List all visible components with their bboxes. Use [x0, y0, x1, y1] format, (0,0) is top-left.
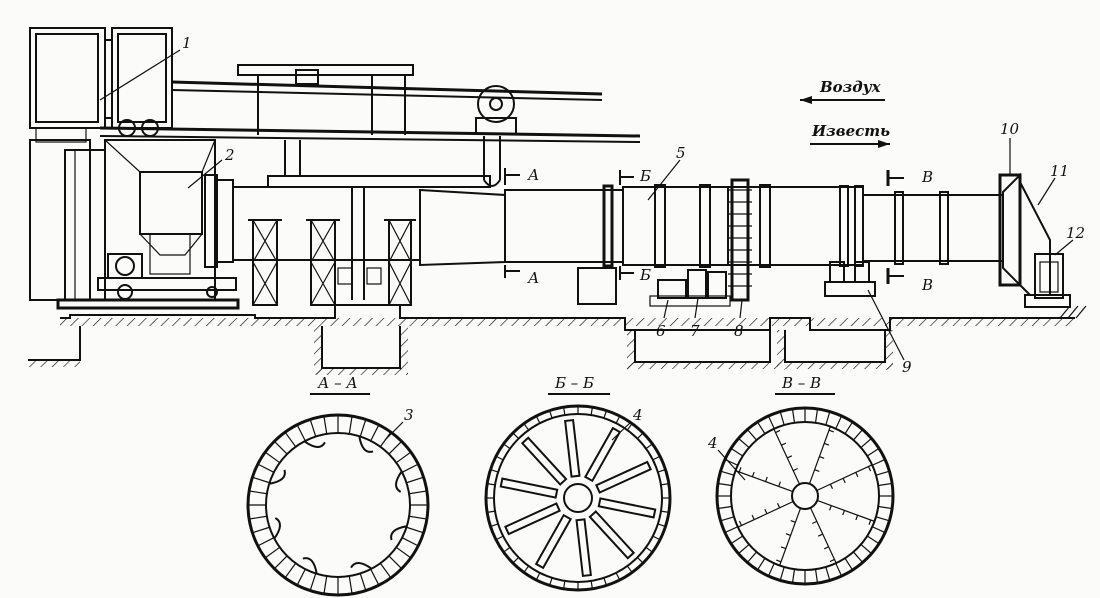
section-title-vv: В – В — [781, 374, 821, 392]
flow-lime-label: Известь — [811, 122, 890, 140]
rotary-drum — [419, 178, 1004, 302]
cut-b-bottom: Б — [639, 266, 651, 284]
flow-arrows — [800, 96, 890, 148]
section-aa — [246, 393, 430, 597]
label-2: 2 — [224, 146, 235, 164]
gallery-beams — [99, 64, 641, 187]
flow-air-label: Воздух — [819, 78, 882, 96]
cut-v-bottom: В — [921, 276, 933, 294]
firebox-frame — [29, 139, 216, 301]
leader-lines — [99, 49, 1074, 481]
label-7: 7 — [690, 322, 700, 340]
label-1: 1 — [182, 34, 192, 52]
label-4-bb: 4 — [632, 406, 643, 424]
drive-assembly — [577, 261, 876, 307]
trestle-3 — [384, 219, 416, 306]
trestle-1 — [248, 219, 282, 306]
label-6: 6 — [656, 322, 666, 340]
label-9: 9 — [902, 358, 912, 376]
label-5: 5 — [676, 144, 686, 162]
foundation — [28, 304, 1087, 375]
label-11: 11 — [1050, 162, 1069, 180]
drive-motor-left — [56, 253, 240, 310]
trestles — [248, 187, 416, 306]
cut-v-top: В — [921, 168, 933, 186]
label-3: 3 — [404, 406, 414, 424]
discharge-hood — [998, 172, 1071, 308]
feed-chute — [204, 140, 491, 268]
cut-b-top: Б — [639, 167, 651, 185]
arrow-left-icon — [800, 96, 885, 104]
label-10: 10 — [1000, 120, 1020, 138]
cut-a-bottom: А — [527, 269, 539, 287]
section-vv — [715, 393, 895, 586]
arrow-right-icon — [810, 140, 890, 148]
label-8: 8 — [734, 322, 744, 340]
trestle-2 — [306, 219, 340, 306]
fan-unit — [29, 27, 173, 143]
section-title-aa: А – А — [317, 374, 358, 392]
section-cuts — [504, 168, 904, 284]
section-bb — [484, 393, 672, 592]
label-4-vv: 4 — [707, 434, 718, 452]
cut-a-top: А — [527, 166, 539, 184]
section-title-bb: Б – Б — [554, 374, 594, 392]
label-12: 12 — [1066, 224, 1085, 242]
girth-gear — [728, 178, 752, 302]
